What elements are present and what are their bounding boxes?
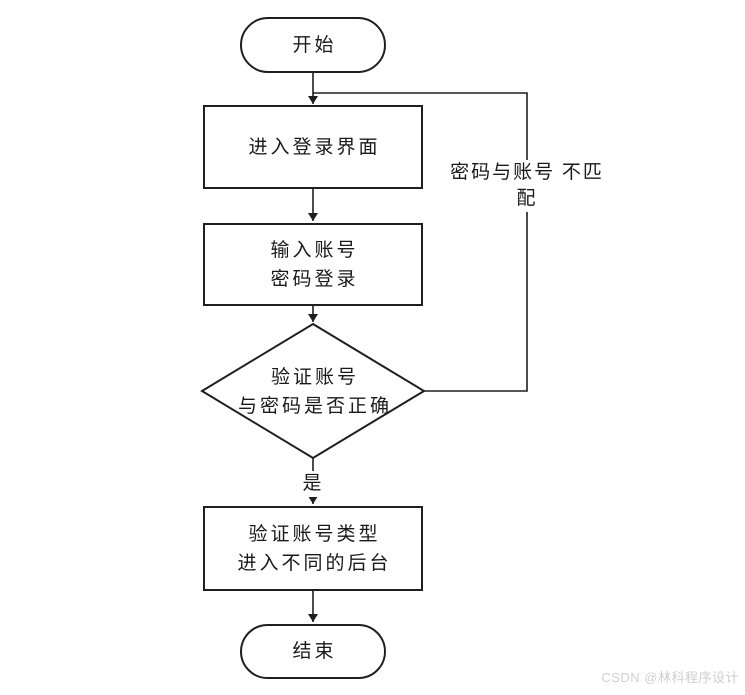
yes-branch-label: 是 — [297, 471, 329, 497]
decision-verify-line2: 与密码是否正确 — [237, 396, 392, 417]
yes-branch-label-text: 是 — [302, 473, 324, 494]
start-label: 开始 — [292, 34, 337, 56]
edge-no-feedback-line — [313, 92, 528, 392]
process-verify-account-type: 验证账号类型 进入不同的后台 — [203, 506, 423, 591]
process-enter-login-label: 进入登录界面 — [248, 136, 381, 158]
end-terminator: 结束 — [240, 624, 386, 679]
watermark: CSDN @林科程序设计 — [601, 670, 739, 685]
mismatch-label-line1: 密码与账号 — [450, 162, 556, 183]
process-verify-type-line1: 验证账号类型 — [248, 523, 381, 545]
process-input-credentials: 输入账号 密码登录 — [203, 223, 423, 306]
decision-verify-line1: 验证账号 — [270, 367, 359, 388]
mismatch-label-line2: 不匹配 — [516, 162, 604, 209]
decision-verify-credentials: 验证账号 与密码是否正确 — [203, 362, 424, 422]
process-input-credentials-line1: 输入账号 — [270, 239, 359, 261]
end-label: 结束 — [292, 641, 337, 662]
process-input-credentials-line2: 密码登录 — [270, 268, 359, 290]
process-enter-login: 进入登录界面 — [203, 105, 423, 189]
decision-diamond-shape — [200, 322, 426, 460]
process-verify-type-line2: 进入不同的后台 — [237, 552, 392, 574]
start-terminator: 开始 — [240, 17, 386, 73]
mismatch-branch-label: 密码与账号 不匹配 — [447, 160, 607, 212]
